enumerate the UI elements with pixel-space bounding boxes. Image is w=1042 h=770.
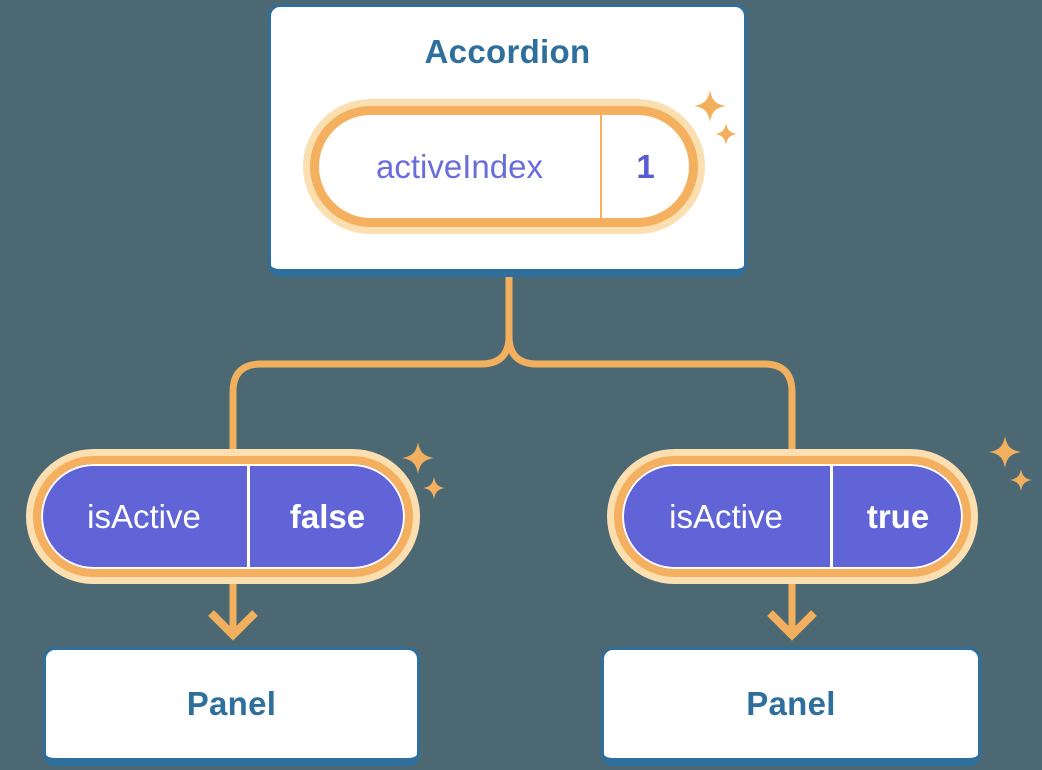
prop-value: true [866, 497, 930, 535]
arrowhead-down-icon [767, 610, 817, 641]
panel-component-box-left: Panel [43, 647, 420, 766]
arrowhead-down-icon [208, 610, 258, 641]
panel-title: Panel [186, 685, 277, 722]
prop-pill-is-active-right: isActive true [614, 456, 971, 577]
panel-component-box-right: Panel [601, 647, 981, 766]
accordion-title: Accordion [424, 33, 591, 70]
state-pill-active-index: activeIndex 1 [310, 106, 698, 227]
prop-pill-is-active-left: isActive false [33, 456, 413, 577]
edge-root-to-right-pill [505, 277, 796, 630]
edge-root-to-left-pill [229, 277, 513, 630]
pill-divider [830, 464, 833, 569]
prop-value: false [289, 497, 366, 535]
pill-divider [247, 464, 250, 569]
prop-label: isActive [87, 497, 201, 535]
pill-divider [600, 115, 602, 218]
state-value: 1 [636, 147, 655, 185]
prop-label: isActive [669, 497, 783, 535]
state-label: activeIndex [376, 147, 543, 185]
panel-title: Panel [746, 685, 836, 722]
